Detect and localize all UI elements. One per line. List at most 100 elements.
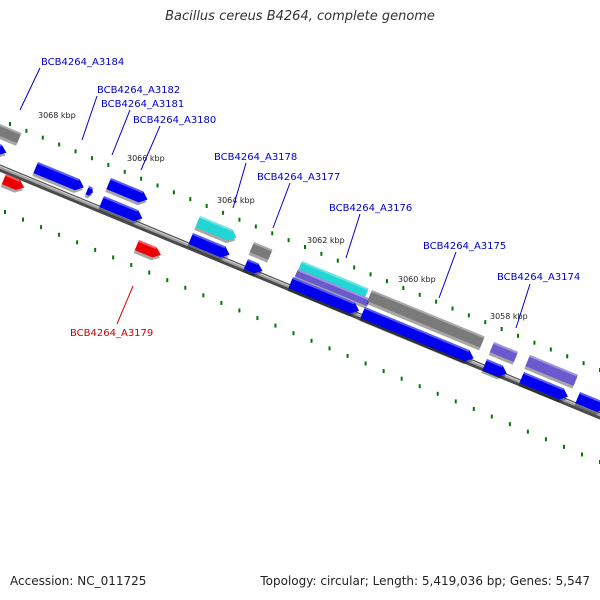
gene-feature[interactable]	[84, 186, 94, 199]
gene-label-a3175[interactable]: BCB4264_A3175	[423, 241, 506, 252]
ruler-tick	[382, 369, 385, 374]
gene-label-a3179[interactable]: BCB4264_A3179	[70, 328, 153, 339]
ruler-tick	[544, 437, 547, 442]
gene-feature[interactable]	[105, 178, 150, 208]
gene-feature[interactable]	[32, 162, 86, 196]
feature-highlight	[192, 233, 226, 249]
ruler-tick	[549, 347, 552, 352]
gene-feature[interactable]	[488, 342, 519, 365]
feature-body	[0, 140, 7, 156]
gene-feature[interactable]	[0, 174, 27, 195]
gene-feature[interactable]	[518, 372, 570, 405]
feature-highlight	[0, 120, 22, 135]
ruler-tick	[4, 210, 6, 214]
feature-body	[85, 186, 93, 196]
leader-line	[515, 283, 531, 329]
feature-body	[575, 392, 600, 412]
feature-body	[0, 120, 22, 144]
feature-highlight	[110, 178, 144, 194]
leader-line	[140, 125, 161, 171]
feature-body	[1, 174, 25, 190]
feature-highlight	[292, 277, 355, 305]
feature-body	[360, 307, 474, 362]
gene-feature[interactable]	[0, 120, 22, 146]
ruler-tick	[402, 286, 405, 290]
ruler-tick	[436, 391, 439, 396]
ruler-tick	[74, 149, 77, 154]
ruler-tick	[418, 384, 421, 389]
ruler-tick	[41, 135, 44, 140]
feature-body	[243, 259, 263, 274]
feature-highlight	[103, 196, 139, 212]
accession-text: Accession: NC_011725	[10, 574, 147, 588]
feature-body	[367, 290, 485, 348]
leader-line	[19, 67, 41, 111]
ruler-tick	[22, 217, 25, 222]
map-title: Bacillus cereus B4264, complete genome	[165, 9, 435, 24]
gene-label-a3174[interactable]: BCB4264_A3174	[497, 272, 580, 283]
tick-label: 3058 kbp	[490, 312, 528, 321]
gene-label-a3178[interactable]: BCB4264_A3178	[214, 152, 297, 163]
gene-label-a3176[interactable]: BCB4264_A3176	[329, 203, 412, 214]
ruler-tick	[271, 231, 274, 236]
ruler-tick	[517, 333, 520, 338]
leader-line	[438, 251, 457, 299]
feature-highlight	[301, 261, 369, 291]
ruler-tick	[533, 340, 536, 345]
gene-label-a3177[interactable]: BCB4264_A3177	[257, 172, 340, 183]
gene-feature[interactable]	[359, 307, 476, 367]
gene-feature[interactable]	[133, 240, 163, 263]
feature-highlight	[247, 259, 259, 266]
gene-feature[interactable]	[0, 140, 8, 161]
ruler-tick	[472, 406, 475, 411]
gene-feature[interactable]	[481, 359, 509, 382]
ruler-tick	[320, 251, 323, 256]
ruler-tick	[500, 327, 503, 331]
gene-label-a3180[interactable]: BCB4264_A3180	[133, 115, 216, 126]
ruler-tick	[202, 293, 205, 298]
gene-feature[interactable]	[98, 196, 144, 227]
feature-highlight	[37, 162, 80, 182]
gene-feature[interactable]	[293, 269, 371, 309]
feature-body	[525, 355, 579, 386]
ruler-tick	[336, 258, 339, 263]
feature-body	[297, 261, 369, 300]
feature-body	[489, 342, 519, 363]
gene-label-a3181[interactable]: BCB4264_A3181	[101, 99, 184, 110]
gene-feature[interactable]	[574, 392, 600, 417]
feature-highlight	[88, 186, 93, 190]
feature-highlight	[5, 174, 20, 182]
ruler-tick	[140, 176, 143, 181]
feature-body	[195, 216, 237, 241]
feature-body	[106, 178, 148, 203]
leader-line	[272, 182, 291, 229]
gene-feature[interactable]	[194, 216, 239, 246]
gene-feature[interactable]	[248, 242, 273, 263]
ruler-tick	[256, 316, 259, 321]
feature-highlight	[579, 392, 600, 403]
gene-feature[interactable]	[287, 277, 361, 319]
gene-label-leaders	[19, 67, 531, 329]
gene-feature[interactable]	[524, 355, 579, 389]
gene-feature[interactable]	[366, 290, 485, 351]
ruler-tick	[238, 308, 241, 313]
ruler-tick	[400, 376, 403, 381]
gene-feature[interactable]	[242, 259, 265, 279]
ruler-tick	[112, 255, 115, 260]
feature-highlight	[493, 342, 519, 354]
ruler-tick	[467, 313, 470, 318]
ruler-tick	[582, 361, 585, 366]
leader-line	[232, 162, 247, 209]
feature-highlight	[486, 359, 503, 368]
gene-label-a3184[interactable]: BCB4264_A3184	[41, 57, 124, 68]
ruler-tick	[254, 224, 257, 229]
ruler-tick	[508, 422, 511, 427]
feature-highlight	[529, 355, 579, 377]
gene-feature[interactable]	[187, 233, 232, 263]
ruler-tick	[25, 128, 28, 133]
gene-label-a3182[interactable]: BCB4264_A3182	[97, 85, 180, 96]
leader-line	[116, 285, 134, 325]
ruler-tick	[220, 300, 223, 305]
